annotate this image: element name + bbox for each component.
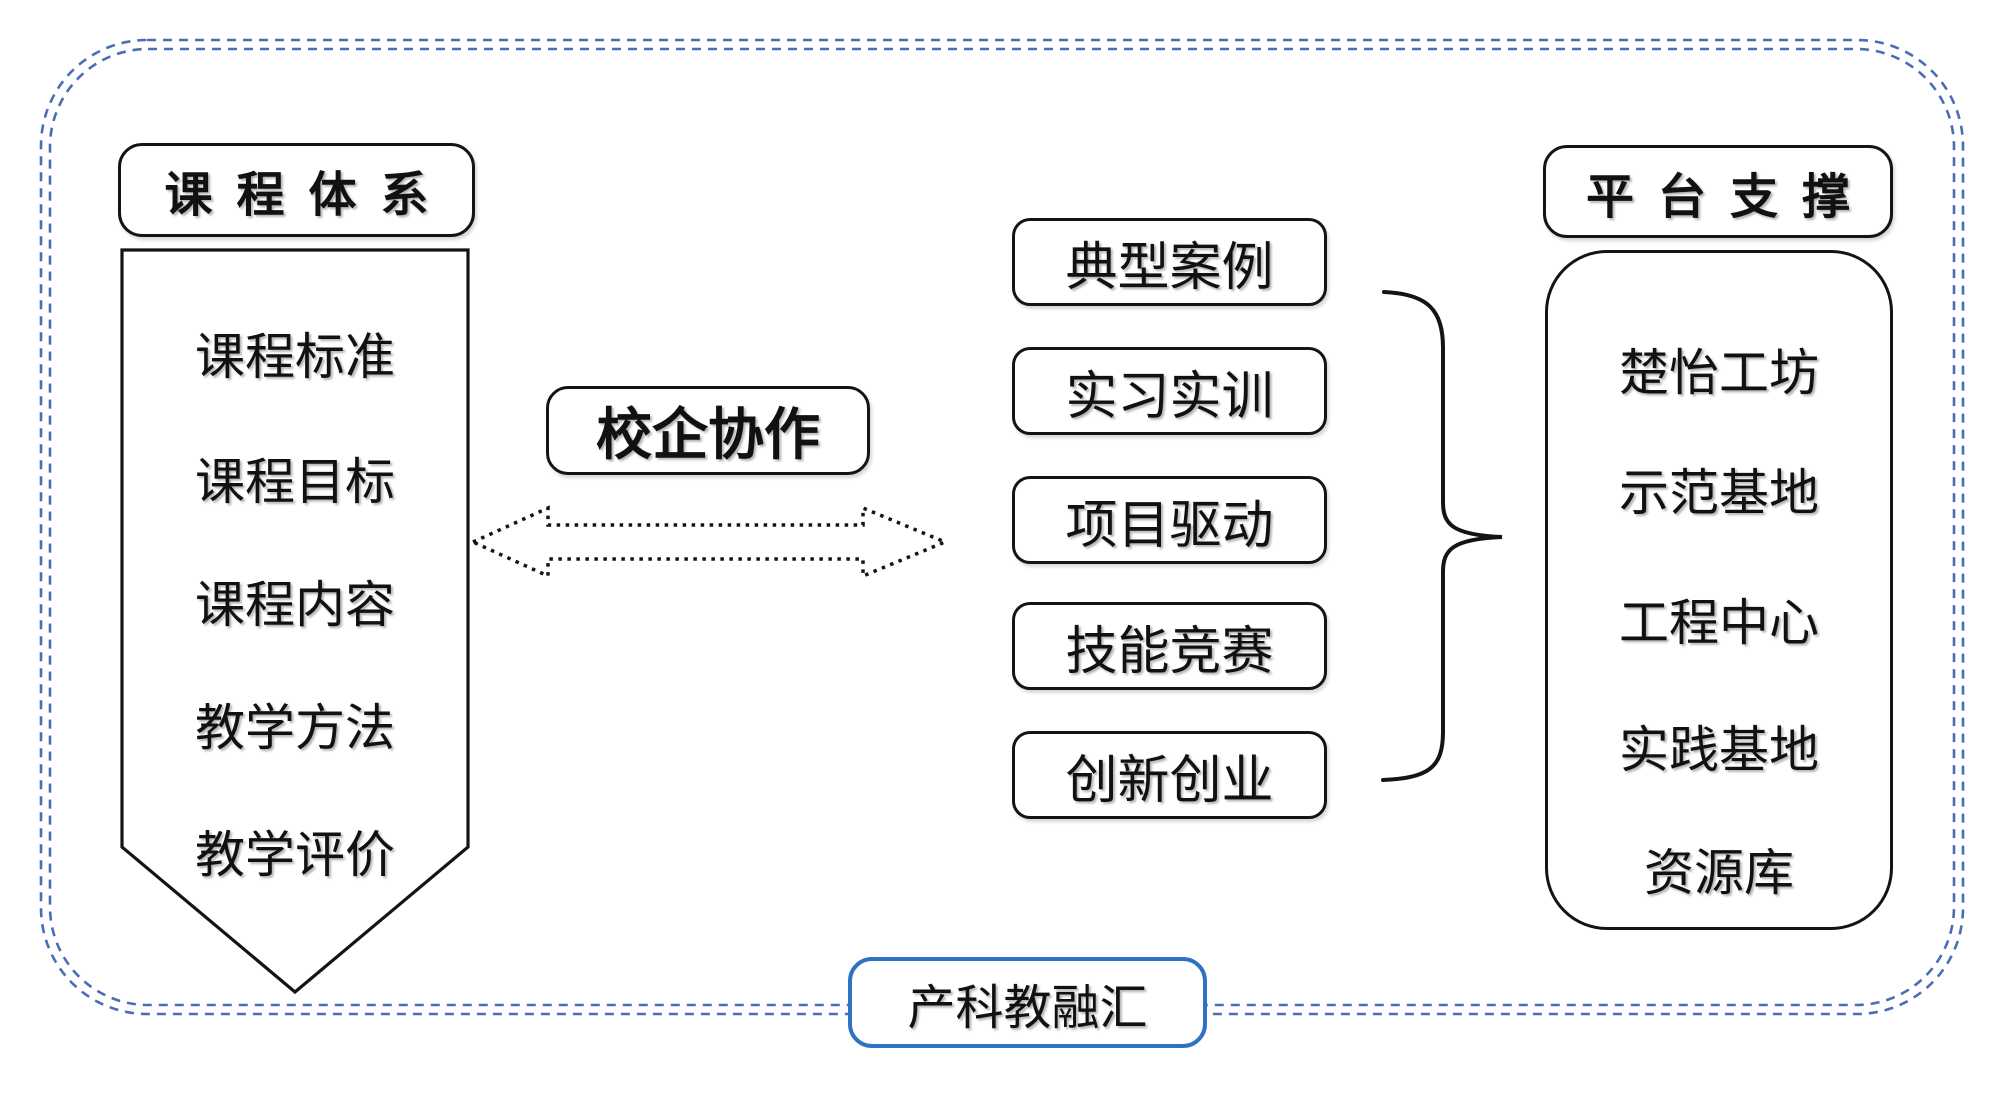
left-item-teaching-method: 教学方法 [195,700,395,756]
right-item-chuyi-workshop: 楚怡工坊 [1619,345,1819,401]
curly-brace [1381,290,1503,782]
platform-container [1545,250,1893,930]
activity-box-project-driven: 项目驱动 [1012,476,1327,564]
activity-box-innovation-entrepreneurship: 创新创业 [1012,731,1327,819]
activity-box-skill-competition: 技能竞赛 [1012,602,1327,690]
right-item-resource-library: 资源库 [1644,845,1794,901]
bottom-label: 产科教融汇 [907,981,1148,1035]
double-arrow [468,505,950,579]
activity-label: 创新创业 [1065,751,1274,810]
right-header-label: 平台支撑 [1585,170,1874,224]
left-header-box: 课程体系 [118,143,475,237]
activity-label: 实习实训 [1065,367,1274,426]
collaboration-box: 校企协作 [546,386,870,475]
bottom-label-box: 产科教融汇 [848,957,1207,1048]
left-item-teaching-evaluation: 教学评价 [195,827,395,883]
outer-dashed-border-outer-line [39,38,1965,1016]
left-item-course-goal: 课程目标 [195,454,395,510]
activity-label: 项目驱动 [1065,496,1274,555]
activity-box-internship-training: 实习实训 [1012,347,1327,435]
right-item-demonstration-base: 示范基地 [1619,465,1819,521]
left-item-course-content: 课程内容 [195,577,395,633]
outer-dashed-border-inner-line [48,47,1956,1007]
left-item-course-standard: 课程标准 [195,329,395,385]
activity-box-typical-cases: 典型案例 [1012,218,1327,306]
activity-label: 技能竞赛 [1065,622,1274,681]
activity-label: 典型案例 [1065,238,1274,297]
collaboration-label: 校企协作 [596,403,820,466]
course-system-pentagon [120,248,470,995]
right-header-box: 平台支撑 [1543,145,1893,238]
right-item-practice-base: 实践基地 [1619,722,1819,778]
left-header-label: 课程体系 [164,169,453,222]
right-item-engineering-center: 工程中心 [1619,595,1819,651]
